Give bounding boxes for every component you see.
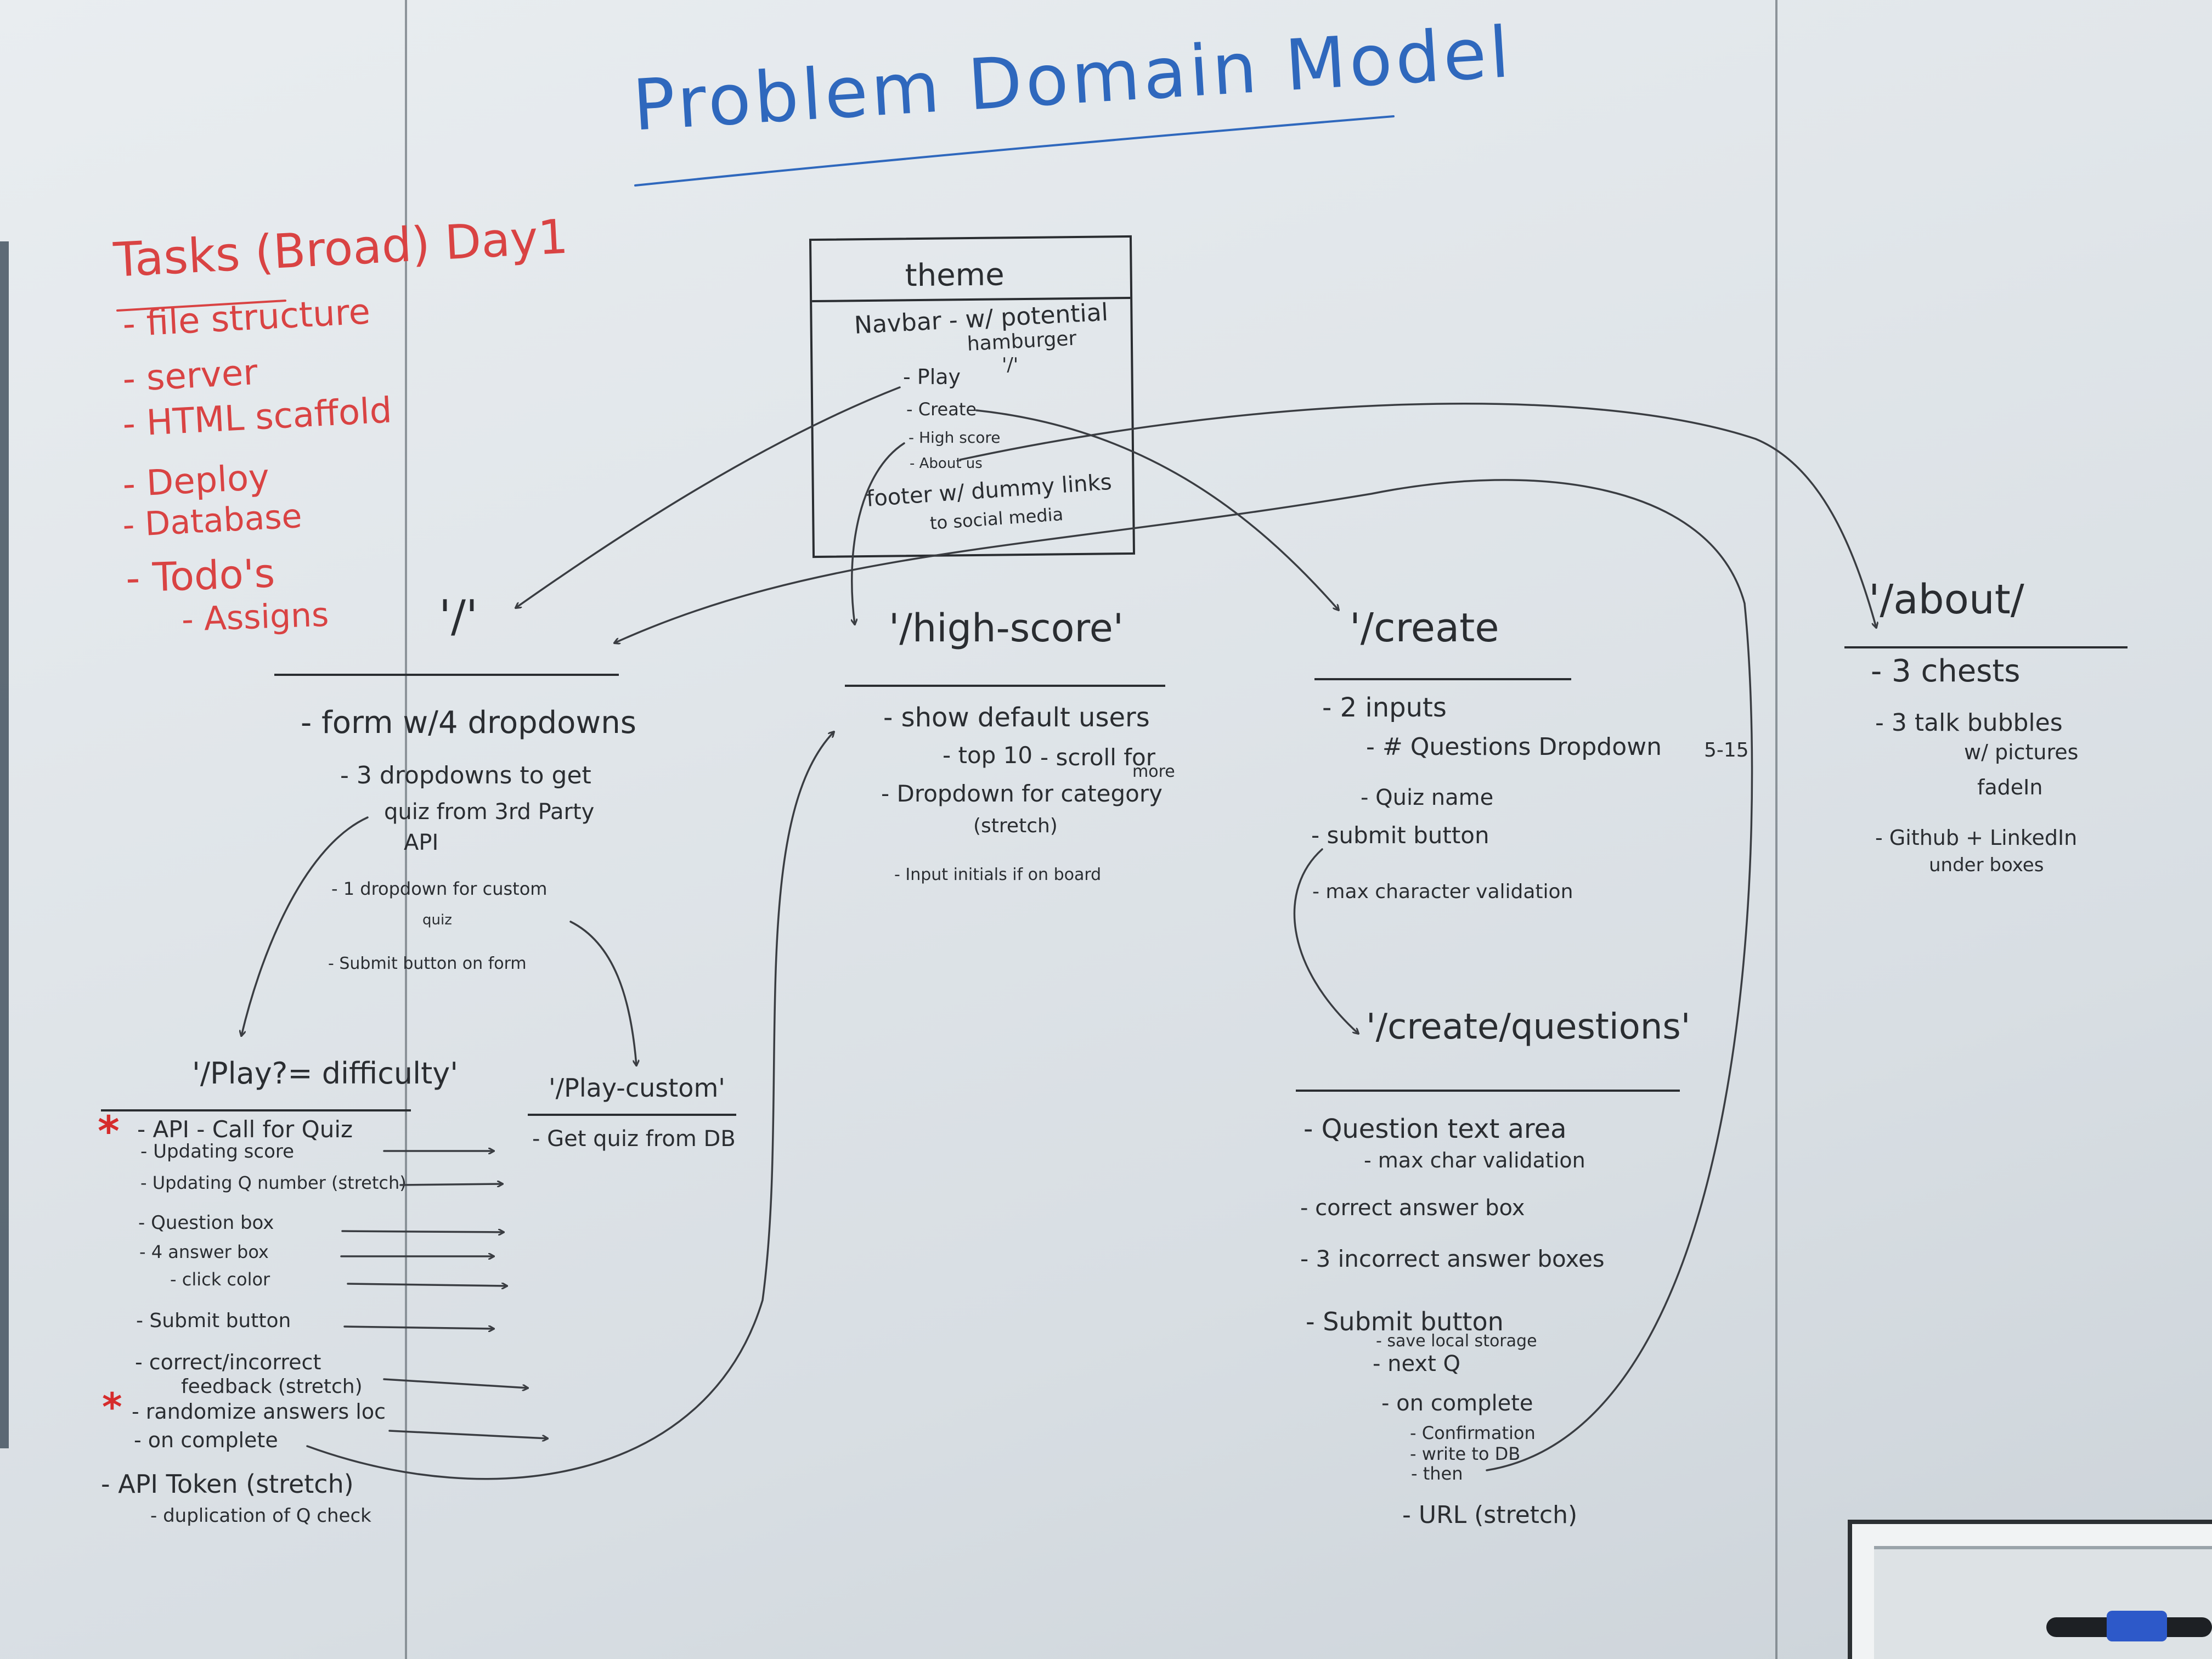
play-item-arrow	[388, 1430, 548, 1438]
arrow-about-to-page	[959, 403, 1876, 628]
priority-star: *	[98, 1107, 120, 1155]
play-item: - 4 answer box	[139, 1242, 269, 1262]
about-item: w/ pictures	[1964, 740, 2079, 764]
create-item: - # Questions Dropdown	[1366, 733, 1662, 761]
high-score-item: - show default users	[883, 702, 1150, 733]
about-item: - 3 chests	[1871, 653, 2021, 689]
tasks-underline	[116, 300, 286, 312]
play-item: - Updating Q number (stretch)	[140, 1172, 407, 1193]
play-item: feedback (stretch)	[181, 1375, 363, 1398]
theme-nav-item: - About us	[910, 455, 983, 472]
play-item-arrow	[383, 1378, 528, 1388]
create-item: - submit button	[1311, 822, 1489, 849]
high-score-underline	[845, 685, 1165, 687]
create-item: - 2 inputs	[1322, 692, 1447, 723]
theme-nav-item: '/'	[1002, 354, 1019, 376]
create-questions-item: - Question text area	[1304, 1114, 1567, 1144]
play-item-arrow	[347, 1284, 507, 1286]
create-questions-underline	[1296, 1090, 1680, 1092]
root-item: - 3 dropdowns to get	[340, 761, 591, 789]
root-item: API	[404, 830, 439, 855]
board-seam-left	[405, 0, 407, 1659]
play-item-arrow	[399, 1184, 503, 1185]
create-questions-item: - Confirmation	[1410, 1423, 1536, 1443]
root-item: - Submit button on form	[328, 954, 527, 973]
create-underline	[1314, 678, 1571, 680]
create-item: - Quiz name	[1361, 785, 1494, 810]
board-frame-edge	[0, 241, 9, 1448]
create-questions-item: - correct answer box	[1300, 1195, 1525, 1221]
play-item-arrow	[341, 1231, 504, 1232]
about-item: - 3 talk bubbles	[1875, 709, 2063, 737]
play-route-heading: '/Play?= difficulty'	[192, 1056, 459, 1091]
play-custom-route-heading: '/Play-custom'	[549, 1073, 725, 1103]
board-seam-right	[1775, 0, 1778, 1659]
high-score-item: - Input initials if on board	[894, 865, 1102, 884]
play-item: - Updating score	[140, 1141, 295, 1163]
play-custom-underline	[528, 1114, 736, 1116]
arrow-submit-to-questions	[1293, 848, 1358, 1034]
high-score-item: - scroll for	[1040, 744, 1155, 771]
play-item: - API Token (stretch)	[101, 1469, 354, 1499]
create-item: 5-15	[1704, 739, 1749, 761]
high-score-item: - Dropdown for category	[881, 780, 1163, 807]
high-score-item: - top 10	[943, 742, 1033, 769]
about-underline	[1844, 646, 2128, 648]
play-item: - click color	[170, 1269, 270, 1290]
play-item-arrow	[343, 1327, 494, 1329]
create-questions-route-heading: '/create/questions'	[1366, 1007, 1691, 1047]
create-questions-item: - Submit button	[1306, 1307, 1504, 1336]
arrow-dropdowns-to-play	[241, 816, 369, 1036]
play-custom-item: - Get quiz from DB	[532, 1126, 736, 1152]
about-item: fadeIn	[1977, 775, 2043, 799]
root-item: - form w/4 dropdowns	[301, 705, 636, 741]
high-score-item: (stretch)	[973, 815, 1058, 837]
create-route-heading: '/create	[1350, 605, 1499, 651]
arrow-play-to-root	[516, 386, 901, 608]
root-item: quiz from 3rd Party	[384, 799, 595, 825]
create-questions-item: - on complete	[1381, 1391, 1533, 1416]
theme-nav-item: - Create	[906, 399, 977, 420]
arrow-create-to-page	[975, 409, 1339, 610]
root-route-heading: '/'	[439, 591, 478, 642]
high-score-route-heading: '/high-score'	[889, 606, 1124, 651]
create-item: - max character validation	[1312, 881, 1573, 903]
create-questions-item: - max char validation	[1364, 1148, 1585, 1172]
arrow-custom-to-play-custom	[569, 921, 636, 1065]
play-item: - on complete	[134, 1428, 278, 1452]
play-route-underline	[101, 1109, 411, 1111]
play-item: - randomize answers loc	[132, 1400, 386, 1424]
about-item: under boxes	[1929, 854, 2044, 876]
marker-cap	[2107, 1611, 2167, 1641]
root-item: quiz	[422, 912, 452, 928]
about-route-heading: '/about/	[1869, 576, 2024, 623]
priority-star: *	[102, 1385, 122, 1430]
theme-nav-item: - Play	[903, 365, 961, 389]
marker-tray-inner	[1874, 1546, 2212, 1659]
create-questions-item: - then	[1411, 1463, 1463, 1484]
arrow-oncomplete-to-highscore	[306, 732, 834, 1480]
create-questions-item: - URL (stretch)	[1402, 1501, 1578, 1529]
play-item: - Submit button	[136, 1310, 291, 1332]
create-questions-item: - next Q	[1373, 1351, 1460, 1376]
play-item: - duplication of Q check	[150, 1505, 371, 1527]
root-route-underline	[274, 674, 619, 676]
theme-nav-item: - High score	[909, 428, 1001, 447]
high-score-item: more	[1132, 762, 1175, 781]
arrow-highscore-to-page	[852, 442, 905, 624]
create-questions-item: - 3 incorrect answer boxes	[1300, 1245, 1605, 1272]
play-item: - correct/incorrect	[135, 1350, 321, 1374]
title-underline	[634, 115, 1395, 187]
play-item: - API - Call for Quiz	[137, 1116, 353, 1143]
arrow-then-to-root	[614, 479, 1753, 1471]
play-item: - Question box	[138, 1212, 274, 1234]
create-questions-item: - write to DB	[1410, 1443, 1521, 1464]
create-questions-item: - save local storage	[1376, 1331, 1537, 1351]
root-item: - 1 dropdown for custom	[331, 878, 548, 899]
about-item: - Github + LinkedIn	[1875, 826, 2078, 850]
